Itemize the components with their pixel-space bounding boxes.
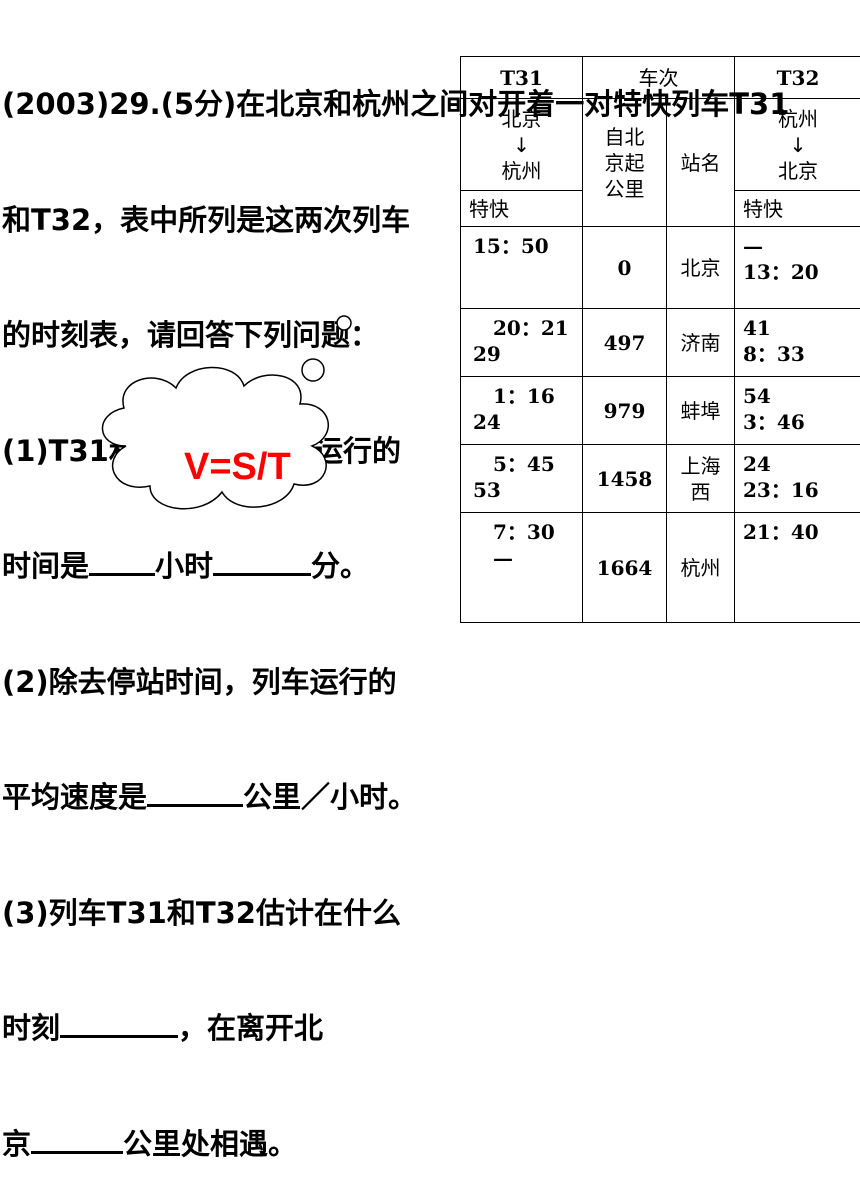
time-value: 5：45 bbox=[493, 451, 582, 477]
t32-time-cell: —13：20 bbox=[735, 227, 860, 309]
answer-blank-minutes[interactable] bbox=[213, 547, 311, 576]
time-value: 1：16 bbox=[493, 383, 582, 409]
time-value: 29 bbox=[473, 341, 582, 367]
question-fragment: 分。 bbox=[311, 549, 369, 583]
t31-type: 特快 bbox=[461, 191, 583, 227]
distance-cell: 979 bbox=[583, 377, 667, 445]
distance-cell: 1458 bbox=[583, 445, 667, 513]
question-fragment: 京 bbox=[2, 1127, 31, 1161]
t32-time-cell: 21：40 bbox=[735, 513, 860, 623]
time-value: — bbox=[493, 545, 582, 571]
thought-bubble-medium bbox=[302, 359, 324, 381]
station-cell: 北京 bbox=[667, 227, 735, 309]
question-fragment: 公里处相遇。 bbox=[123, 1127, 297, 1161]
t32-route: 杭州 ↓ 北京 bbox=[735, 99, 860, 191]
station-cell: 蚌埠 bbox=[667, 377, 735, 445]
time-value: 24 bbox=[743, 451, 860, 477]
t31-time-cell: 7：30— bbox=[461, 513, 583, 623]
timetable: T31 车次 T32 北京 ↓ 杭州 自北京起公里 站名 杭州 ↓ 北京 特快 … bbox=[460, 56, 860, 623]
time-value: 53 bbox=[473, 477, 582, 503]
distance-cell: 497 bbox=[583, 309, 667, 377]
down-arrow-icon: ↓ bbox=[735, 132, 860, 158]
distance-cell: 0 bbox=[583, 227, 667, 309]
time-value: 8：33 bbox=[743, 341, 860, 367]
distance-cell: 1664 bbox=[583, 513, 667, 623]
time-value: 54 bbox=[743, 383, 860, 409]
question-fragment: 公里／小时。 bbox=[243, 780, 417, 814]
route-from: 杭州 bbox=[735, 106, 860, 132]
time-value: 7：30 bbox=[493, 519, 582, 545]
header-distance: 自北京起公里 bbox=[583, 99, 667, 227]
thought-bubble-small bbox=[337, 316, 351, 330]
header-station: 站名 bbox=[667, 99, 735, 227]
header-train-no: 车次 bbox=[583, 57, 735, 99]
station-cell: 济南 bbox=[667, 309, 735, 377]
time-value: — bbox=[743, 233, 860, 259]
time-value: 13：20 bbox=[743, 259, 860, 285]
thought-cloud bbox=[86, 296, 386, 538]
time-value: 24 bbox=[473, 409, 582, 435]
route-to: 杭州 bbox=[461, 158, 582, 184]
time-value: 41 bbox=[743, 315, 860, 341]
answer-blank-hours[interactable] bbox=[89, 547, 155, 576]
distance-label: 自北京起公里 bbox=[602, 124, 648, 202]
header-t31: T31 bbox=[461, 57, 583, 99]
route-from: 北京 bbox=[461, 106, 582, 132]
question-line: 京 公里处相遇。 bbox=[2, 1125, 860, 1164]
station-name: 上海西 bbox=[678, 453, 724, 505]
question-fragment: 时间是 bbox=[2, 549, 89, 583]
question-line: 平均速度是 公里／小时。 bbox=[2, 778, 860, 817]
t32-type: 特快 bbox=[735, 191, 860, 227]
answer-blank-speed[interactable] bbox=[147, 778, 243, 807]
question-line: (2)除去停站时间，列车运行的 bbox=[2, 663, 860, 702]
t31-route: 北京 ↓ 杭州 bbox=[461, 99, 583, 191]
question-fragment: ，在离开北 bbox=[178, 1011, 323, 1045]
route-to: 北京 bbox=[735, 158, 860, 184]
question-fragment: 小时 bbox=[155, 549, 213, 583]
t31-time-cell: 15：50 bbox=[461, 227, 583, 309]
station-cell: 上海西 bbox=[667, 445, 735, 513]
time-value: 15：50 bbox=[473, 233, 582, 259]
formula-text: V=S/T bbox=[184, 446, 291, 489]
header-t32: T32 bbox=[735, 57, 860, 99]
time-value: 23：16 bbox=[743, 477, 860, 503]
time-value: 3：46 bbox=[743, 409, 860, 435]
question-fragment: 时刻 bbox=[2, 1011, 60, 1045]
question-fragment: 平均速度是 bbox=[2, 780, 147, 814]
time-value: 20：21 bbox=[493, 315, 582, 341]
down-arrow-icon: ↓ bbox=[461, 132, 582, 158]
question-line: 时刻 ，在离开北 bbox=[2, 1009, 860, 1048]
answer-blank-time[interactable] bbox=[60, 1009, 178, 1038]
time-value: 21：40 bbox=[743, 519, 860, 545]
station-cell: 杭州 bbox=[667, 513, 735, 623]
question-line: (3)列车T31和T32估计在什么 bbox=[2, 894, 860, 933]
answer-blank-distance[interactable] bbox=[31, 1125, 123, 1154]
